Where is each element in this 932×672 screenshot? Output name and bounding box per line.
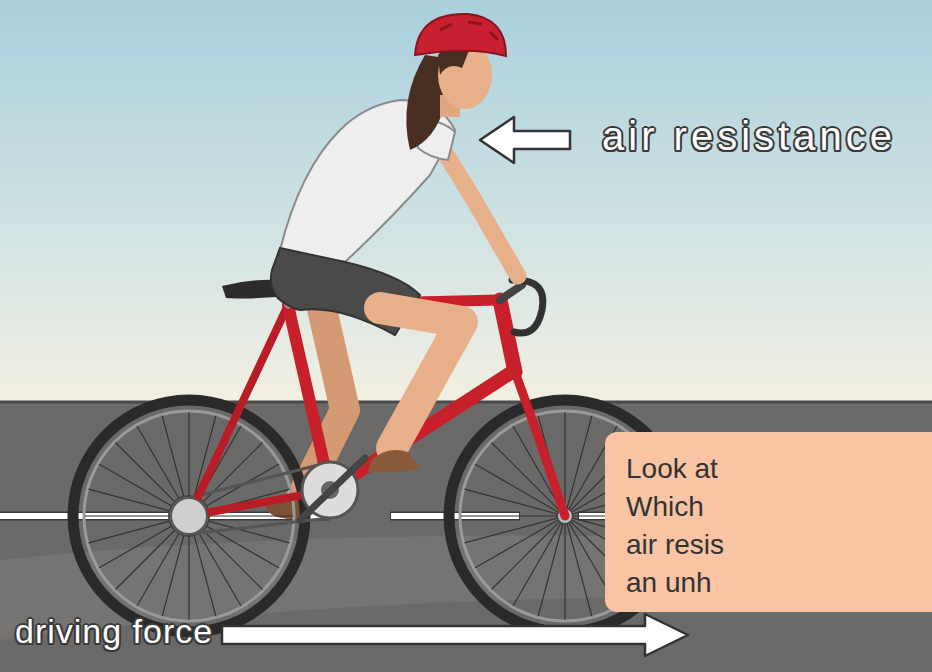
rear-wheel (73, 400, 305, 632)
question-box: Look at Which air resis an unh (605, 432, 932, 612)
bike-frame (500, 300, 515, 372)
force-arrow (480, 117, 570, 163)
front-leg (368, 450, 420, 473)
rider-head (406, 14, 506, 150)
force-arrow (222, 614, 688, 656)
bike-frame (189, 280, 565, 516)
crankset (171, 498, 207, 534)
bike-frame (500, 285, 522, 300)
rider-head (440, 22, 498, 40)
crankset (300, 458, 365, 520)
crankset (171, 458, 365, 534)
rider-head (415, 14, 506, 56)
bike-frame (189, 305, 288, 516)
rear-wheel (84, 411, 294, 621)
force-label: driving force (15, 612, 213, 651)
bike-frame (512, 280, 543, 333)
front-leg (368, 308, 462, 473)
chain (189, 518, 330, 534)
force-label: air resistance (602, 114, 896, 159)
bike-frame (515, 372, 565, 516)
question-text: Look at Which air resis an unh (626, 450, 732, 602)
rear-wheel (73, 400, 305, 632)
rear-wheel (169, 496, 209, 536)
rear-wheel (85, 412, 293, 620)
rider-arm (415, 120, 518, 276)
front-leg (380, 308, 462, 448)
